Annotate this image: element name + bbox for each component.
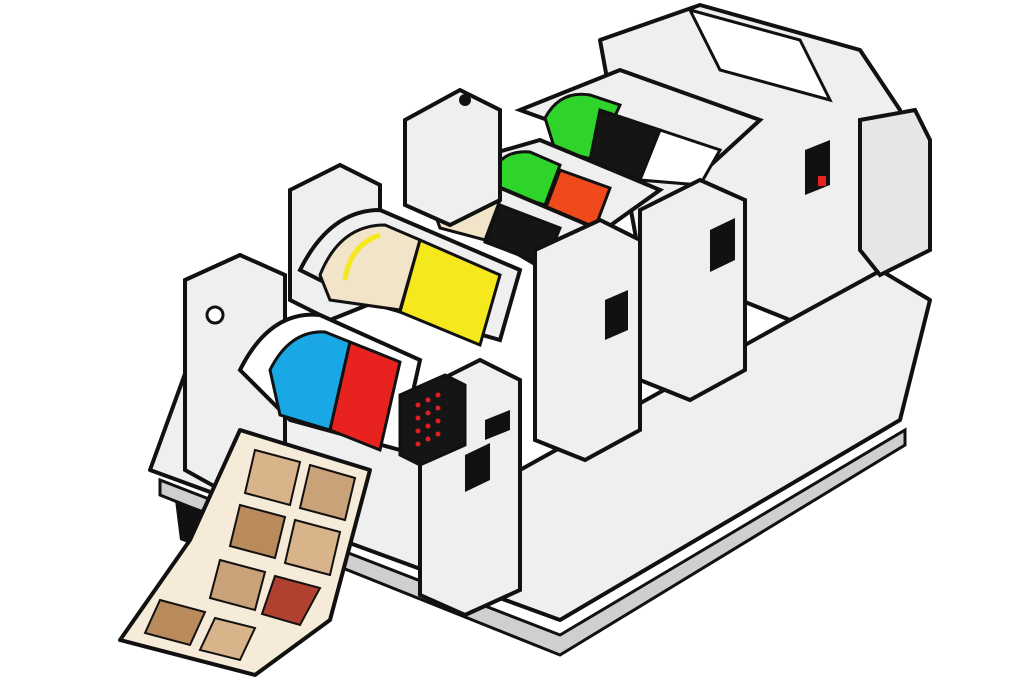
indicator-light <box>818 176 826 186</box>
control-panel <box>398 373 467 467</box>
bolt-icon <box>459 94 471 106</box>
printed-sheet <box>118 428 372 677</box>
roller-unit-second <box>297 207 523 348</box>
knob-icon <box>205 305 225 325</box>
roller-unit-front <box>237 312 423 453</box>
indicator-lights <box>415 392 441 447</box>
